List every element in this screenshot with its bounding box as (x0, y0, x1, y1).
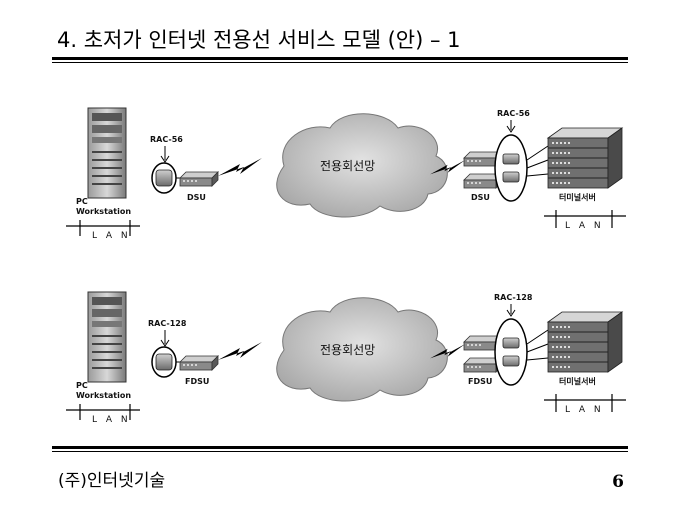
lan-left-label: L A N (92, 231, 131, 241)
terminal-server-icon (547, 127, 623, 189)
cloud-label: 전용회선망 (320, 343, 375, 357)
title-rule-thick (52, 57, 628, 60)
cloud-label: 전용회선망 (320, 159, 375, 173)
modem-left-label: RAC-56 (150, 135, 183, 144)
pc-tower-icon (87, 291, 127, 383)
workstation-label: Workstation (76, 391, 131, 400)
lan-right-bus (544, 394, 626, 412)
page-number: 6 (612, 472, 624, 492)
modem-right-ring (494, 134, 528, 202)
lan-right-label: L A N (565, 405, 604, 415)
company-footer: (주)인터넷기술 (58, 471, 166, 491)
link-bolt-left-icon (218, 342, 262, 360)
slide-title: 4. 초저가 인터넷 전용선 서비스 모델 (안) – 1 (57, 28, 461, 52)
title-rule-thin (52, 62, 628, 63)
dsu-right-label: DSU (471, 193, 490, 202)
link-bolt-left-icon (218, 158, 262, 176)
modem-left-icon (155, 353, 173, 371)
terminal-server-label: 터미널서버 (559, 192, 596, 202)
terminal-server-label: 터미널서버 (559, 376, 596, 386)
modem-right-label: RAC-56 (497, 109, 530, 118)
lan-left-label: L A N (92, 415, 131, 425)
dsu-left-label: DSU (187, 193, 206, 202)
model-2: PC Workstation L A N RAC-128 FDSU 전용회선망 … (66, 291, 626, 425)
footer-rule-thin (52, 451, 628, 452)
terminal-server-icon (547, 311, 623, 373)
lan-right-label: L A N (565, 221, 604, 231)
pc-label: PC (76, 381, 88, 390)
dsu-left-icon (179, 171, 219, 187)
pc-label: PC (76, 197, 88, 206)
modem-left-icon (155, 169, 173, 187)
lan-left-bus (66, 404, 140, 420)
modem-right-ring (494, 318, 528, 386)
model-1: PC Workstation L A N RAC-56 DSU 전용회선망 DS… (66, 107, 626, 241)
footer-rule-thick (52, 446, 628, 449)
modem-left-label: RAC-128 (148, 319, 187, 328)
dsu-left-label: FDSU (185, 377, 209, 386)
workstation-label: Workstation (76, 207, 131, 216)
leased-line-cloud (276, 113, 448, 218)
leased-line-cloud (276, 297, 448, 402)
pc-tower-icon (87, 107, 127, 199)
modem-right-label: RAC-128 (494, 293, 533, 302)
lan-right-bus (544, 210, 626, 228)
dsu-right-label: FDSU (468, 377, 492, 386)
lan-left-bus (66, 220, 140, 236)
dsu-left-icon (179, 355, 219, 371)
